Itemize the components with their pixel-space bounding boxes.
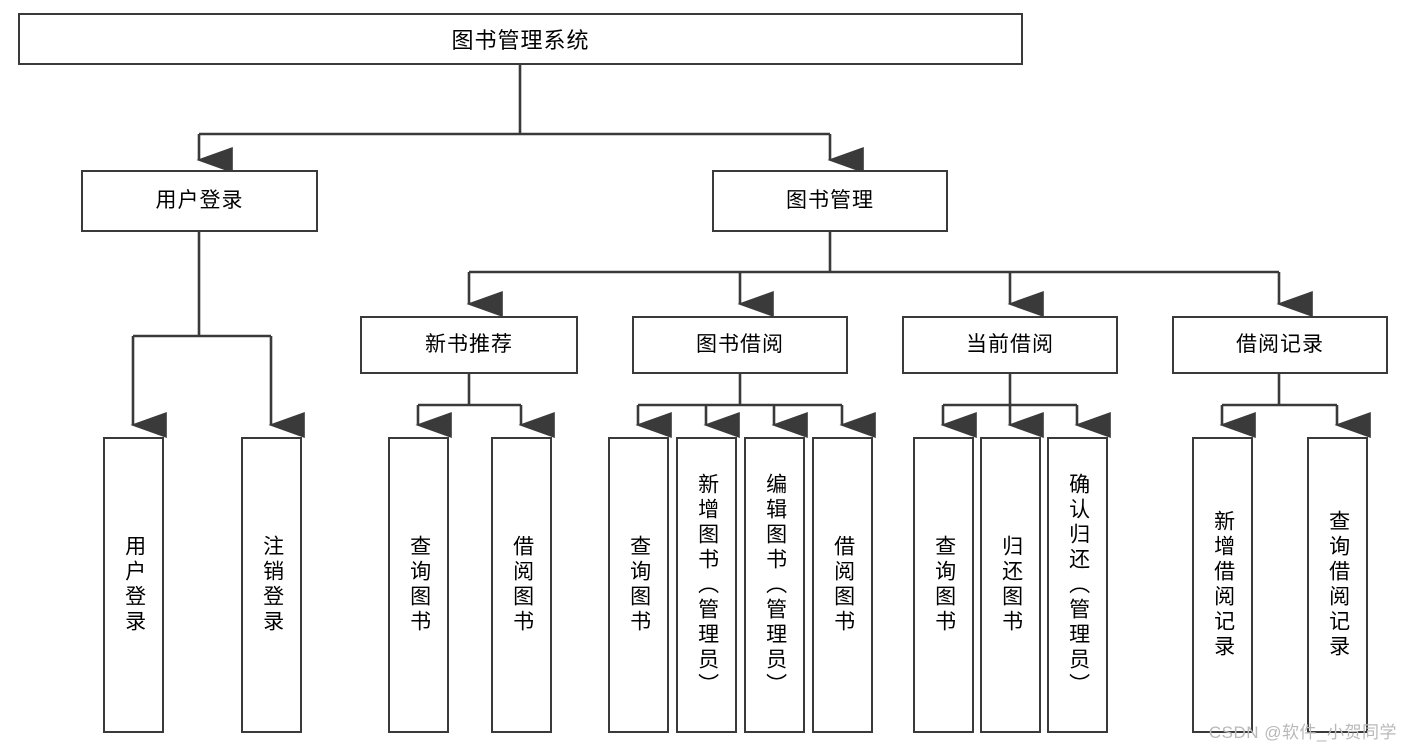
node-new-book-recommend[interactable]: 新书推荐 — [360, 316, 578, 374]
leaf-book-borrow-edit[interactable]: 编辑图书（管理员） — [744, 437, 805, 733]
leaf-label: 编辑图书（管理员） — [763, 472, 787, 698]
node-user-login-label: 用户登录 — [155, 189, 244, 213]
node-root-system[interactable]: 图书管理系统 — [18, 13, 1023, 65]
node-book-manage-label: 图书管理 — [786, 189, 874, 213]
node-borrow-record-label: 借阅记录 — [1236, 333, 1324, 357]
leaf-label: 查询借阅记录 — [1326, 510, 1350, 660]
leaf-current-borrow-confirm[interactable]: 确认归还（管理员） — [1047, 437, 1108, 733]
leaf-user-login-logout[interactable]: 注销登录 — [241, 437, 302, 733]
node-book-manage[interactable]: 图书管理 — [712, 170, 948, 232]
node-book-borrow[interactable]: 图书借阅 — [632, 316, 848, 374]
leaf-current-borrow-return[interactable]: 归还图书 — [980, 437, 1041, 733]
csdn-watermark: CSDN @软件_小贺同学 — [1208, 723, 1397, 742]
leaf-book-borrow-borrow[interactable]: 借阅图书 — [812, 437, 873, 733]
leaf-label: 确认归还（管理员） — [1066, 472, 1090, 698]
leaf-label: 查询图书 — [407, 535, 431, 635]
leaf-label: 查询图书 — [627, 535, 651, 635]
node-current-borrow[interactable]: 当前借阅 — [902, 316, 1118, 374]
node-book-borrow-label: 图书借阅 — [696, 333, 784, 357]
leaf-label: 新增借阅记录 — [1211, 510, 1235, 660]
node-new-book-recommend-label: 新书推荐 — [425, 333, 513, 357]
leaf-book-borrow-query[interactable]: 查询图书 — [608, 437, 669, 733]
leaf-current-borrow-query[interactable]: 查询图书 — [913, 437, 974, 733]
node-user-login[interactable]: 用户登录 — [81, 170, 318, 232]
leaf-label: 用户登录 — [122, 535, 146, 635]
leaf-new-book-query[interactable]: 查询图书 — [388, 437, 449, 733]
leaf-new-book-borrow[interactable]: 借阅图书 — [491, 437, 552, 733]
leaf-label: 查询图书 — [932, 535, 956, 635]
leaf-label: 借阅图书 — [510, 535, 534, 635]
leaf-borrow-record-query[interactable]: 查询借阅记录 — [1307, 437, 1368, 733]
leaf-user-login-login[interactable]: 用户登录 — [103, 437, 164, 733]
node-borrow-record[interactable]: 借阅记录 — [1172, 316, 1388, 374]
leaf-book-borrow-add[interactable]: 新增图书（管理员） — [676, 437, 737, 733]
node-root-label: 图书管理系统 — [451, 28, 590, 53]
leaf-label: 注销登录 — [260, 535, 284, 635]
node-current-borrow-label: 当前借阅 — [966, 333, 1054, 357]
leaf-label: 新增图书（管理员） — [695, 472, 719, 698]
leaf-label: 借阅图书 — [831, 535, 855, 635]
leaf-label: 归还图书 — [999, 535, 1023, 635]
leaf-borrow-record-add[interactable]: 新增借阅记录 — [1192, 437, 1253, 733]
